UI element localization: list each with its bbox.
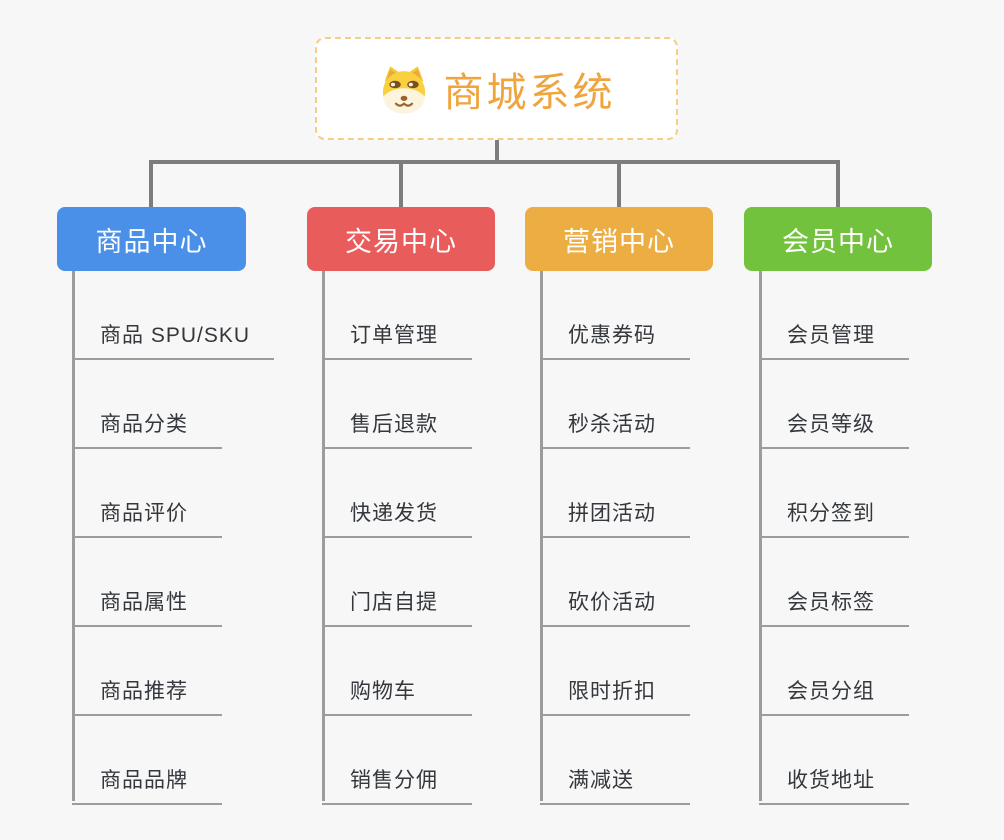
leaf-node[interactable]: 会员等级 [759,360,909,449]
leaf-node[interactable]: 商品评价 [72,449,222,538]
leaf-node[interactable]: 商品推荐 [72,627,222,716]
branch-node-trade-center[interactable]: 交易中心 [307,207,495,271]
leaf-node[interactable]: 拼团活动 [540,449,690,538]
leaf-node[interactable]: 会员分组 [759,627,909,716]
root-title: 商城系统 [443,70,616,115]
connector-drop-marketing [617,160,621,207]
branch-node-member-center[interactable]: 会员中心 [744,207,932,271]
branch-children-product: 商品 SPU/SKU 商品分类 商品评价 商品属性 商品推荐 商品品牌 [72,271,275,805]
connector-drop-product [149,160,153,207]
leaf-node[interactable]: 收货地址 [759,716,909,805]
leaf-node[interactable]: 砍价活动 [540,538,690,627]
branch-label: 商品中心 [95,226,208,257]
leaf-node[interactable]: 销售分佣 [322,716,472,805]
leaf-node[interactable]: 商品属性 [72,538,222,627]
branch-node-product-center[interactable]: 商品中心 [57,207,246,271]
leaf-node[interactable]: 售后退款 [322,360,472,449]
branch-label: 会员中心 [782,226,894,257]
leaf-node[interactable]: 会员管理 [759,271,909,360]
leaf-node[interactable]: 商品分类 [72,360,222,449]
connector-horizontal-rail [149,160,840,164]
leaf-node[interactable]: 优惠券码 [540,271,690,360]
branch-label: 交易中心 [345,226,457,257]
leaf-node[interactable]: 限时折扣 [540,627,690,716]
root-node[interactable]: 商城系统 [315,37,678,140]
leaf-node[interactable]: 满减送 [540,716,690,805]
branch-node-marketing-center[interactable]: 营销中心 [525,207,713,271]
branch-children-member: 会员管理 会员等级 积分签到 会员标签 会员分组 收货地址 [759,271,909,805]
leaf-node[interactable]: 快递发货 [322,449,472,538]
leaf-node[interactable]: 秒杀活动 [540,360,690,449]
leaf-node[interactable]: 商品品牌 [72,716,222,805]
leaf-node[interactable]: 门店自提 [322,538,472,627]
shiba-dog-icon [382,65,425,113]
branch-label: 营销中心 [563,226,675,257]
leaf-node[interactable]: 积分签到 [759,449,909,538]
connector-drop-member [836,160,840,207]
connector-root-stub [495,140,499,162]
leaf-node[interactable]: 会员标签 [759,538,909,627]
leaf-node[interactable]: 购物车 [322,627,472,716]
leaf-node[interactable]: 商品 SPU/SKU [72,271,275,360]
branch-children-marketing: 优惠券码 秒杀活动 拼团活动 砍价活动 限时折扣 满减送 [540,271,690,805]
leaf-node[interactable]: 订单管理 [322,271,472,360]
connector-drop-trade [399,160,403,207]
branch-children-trade: 订单管理 售后退款 快递发货 门店自提 购物车 销售分佣 [322,271,472,805]
